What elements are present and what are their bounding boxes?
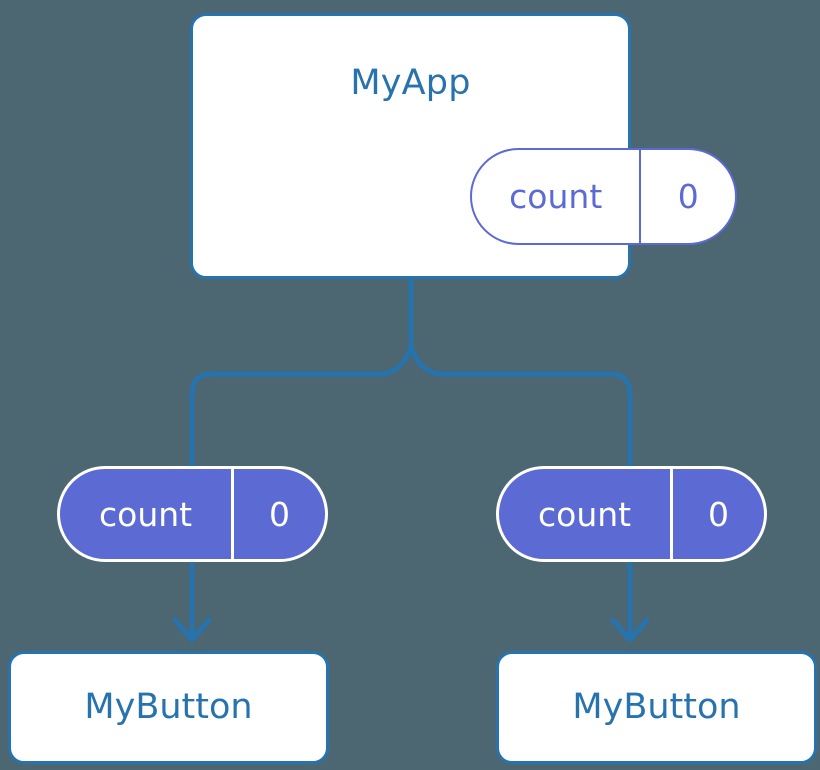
state-pill-root-value: 0: [677, 177, 699, 216]
prop-pill-right[interactable]: count 0: [496, 466, 767, 562]
component-card-mybutton-right[interactable]: MyButton: [496, 651, 817, 764]
state-pill-root-key: count: [472, 150, 642, 243]
component-card-myapp[interactable]: MyApp count 0: [190, 13, 737, 279]
prop-pill-left-value: 0: [269, 494, 291, 534]
prop-pill-right-key: count: [499, 469, 674, 559]
connector-split-to-left: [189, 346, 414, 466]
prop-pill-left-key: count: [60, 469, 235, 559]
component-title-myapp: MyApp: [350, 63, 471, 103]
component-title-mybutton-left: MyButton: [84, 687, 253, 727]
arrowhead-left: [172, 617, 212, 643]
arrowhead-right: [610, 617, 650, 643]
prop-pill-left[interactable]: count 0: [57, 466, 328, 562]
prop-pill-right-value: 0: [708, 494, 730, 534]
state-pill-root[interactable]: count 0: [470, 148, 737, 245]
component-title-mybutton-right: MyButton: [572, 687, 741, 727]
connector-split-to-right: [408, 346, 633, 466]
component-card-mybutton-left[interactable]: MyButton: [8, 651, 329, 764]
